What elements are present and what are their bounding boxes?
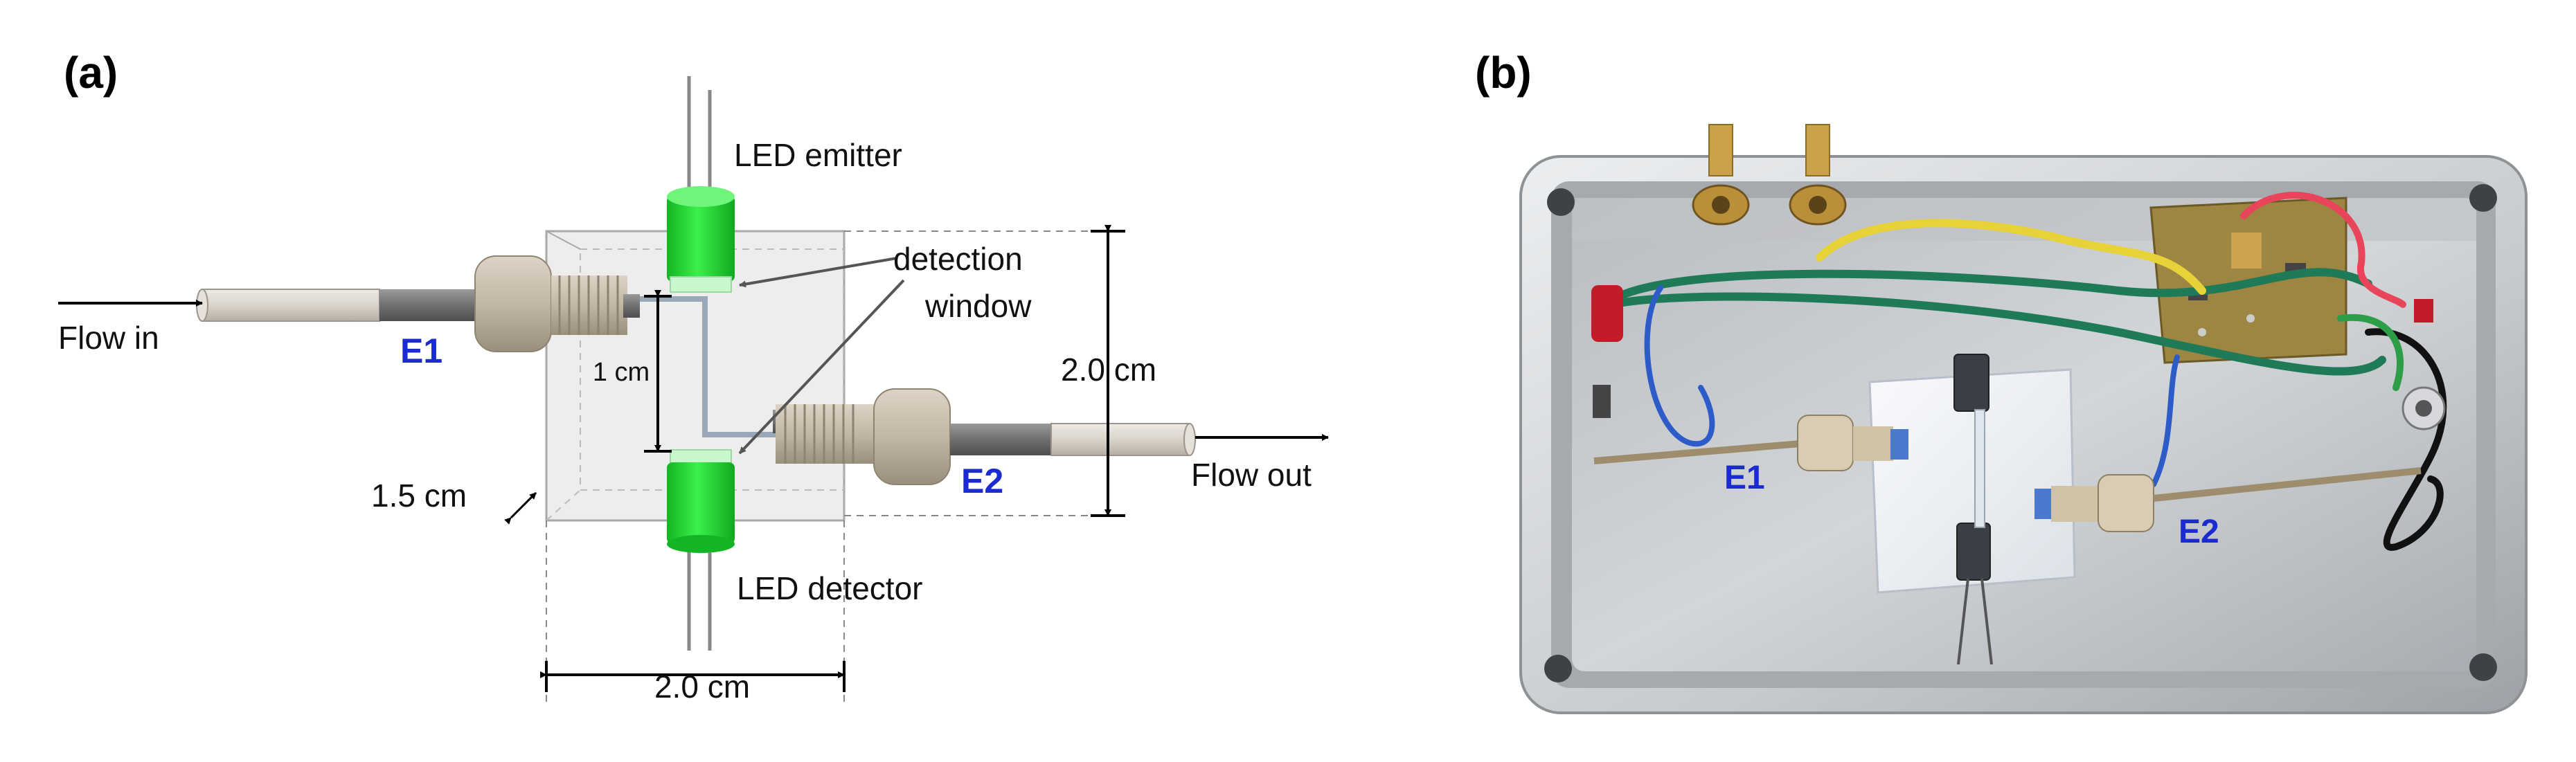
outlet-fitting-e2 (773, 388, 1196, 485)
dimension-1cm-label: 1 cm (593, 358, 650, 387)
dimension-width (540, 661, 846, 692)
detection-window-label-line1: detection (893, 241, 1023, 277)
wires (1604, 192, 2447, 551)
photo-electrode-e2-assembly (2034, 467, 2422, 532)
acrylic-flow-cell (1868, 354, 2076, 665)
dimension-depth-label: 1.5 cm (371, 478, 467, 514)
detection-window-label-line2: window (924, 288, 1032, 324)
right-wall-connector (2401, 299, 2446, 430)
mounting-hole-icon (1547, 188, 1575, 216)
led-detector (667, 449, 735, 651)
mounting-hole-icon (1544, 655, 1572, 682)
red-terminal (1591, 285, 1623, 342)
grounding-lug (1593, 385, 1611, 418)
led-detector-label: LED detector (737, 570, 922, 606)
electrode-e1-label: E1 (400, 332, 442, 370)
inlet-fitting-e1 (196, 255, 640, 352)
dimension-width-label: 2.0 cm (654, 669, 750, 705)
detection-window-pointer-bottom (738, 279, 905, 455)
photo-electrode-e1-assembly (1593, 415, 1908, 471)
electrode-e2-label: E2 (961, 462, 1003, 500)
detection-window-pointer-top (739, 257, 897, 288)
photo-electrode-e2-label: E2 (2179, 514, 2219, 550)
signal-connectors (1692, 124, 1847, 226)
led-emitter (667, 186, 735, 293)
flow-out-label: Flow out (1191, 457, 1312, 493)
led-emitter-leads (687, 76, 712, 195)
led-emitter-label: LED emitter (734, 137, 902, 173)
photo-electrode-e1-label: E1 (1724, 460, 1765, 496)
dimension-height (1091, 225, 1125, 517)
panel-b: (b) (1475, 48, 2528, 714)
mounting-hole-icon (2469, 184, 2497, 212)
flow-in-label: Flow in (58, 320, 159, 356)
panel-b-label: (b) (1475, 48, 1532, 98)
dimension-depth-arrow (504, 491, 537, 525)
mounting-hole-icon (2469, 653, 2497, 681)
panel-a: (a) (58, 48, 1329, 706)
dimension-height-label: 2.0 cm (1061, 352, 1156, 388)
dimension-1cm (644, 290, 672, 453)
panel-a-label: (a) (64, 48, 118, 98)
